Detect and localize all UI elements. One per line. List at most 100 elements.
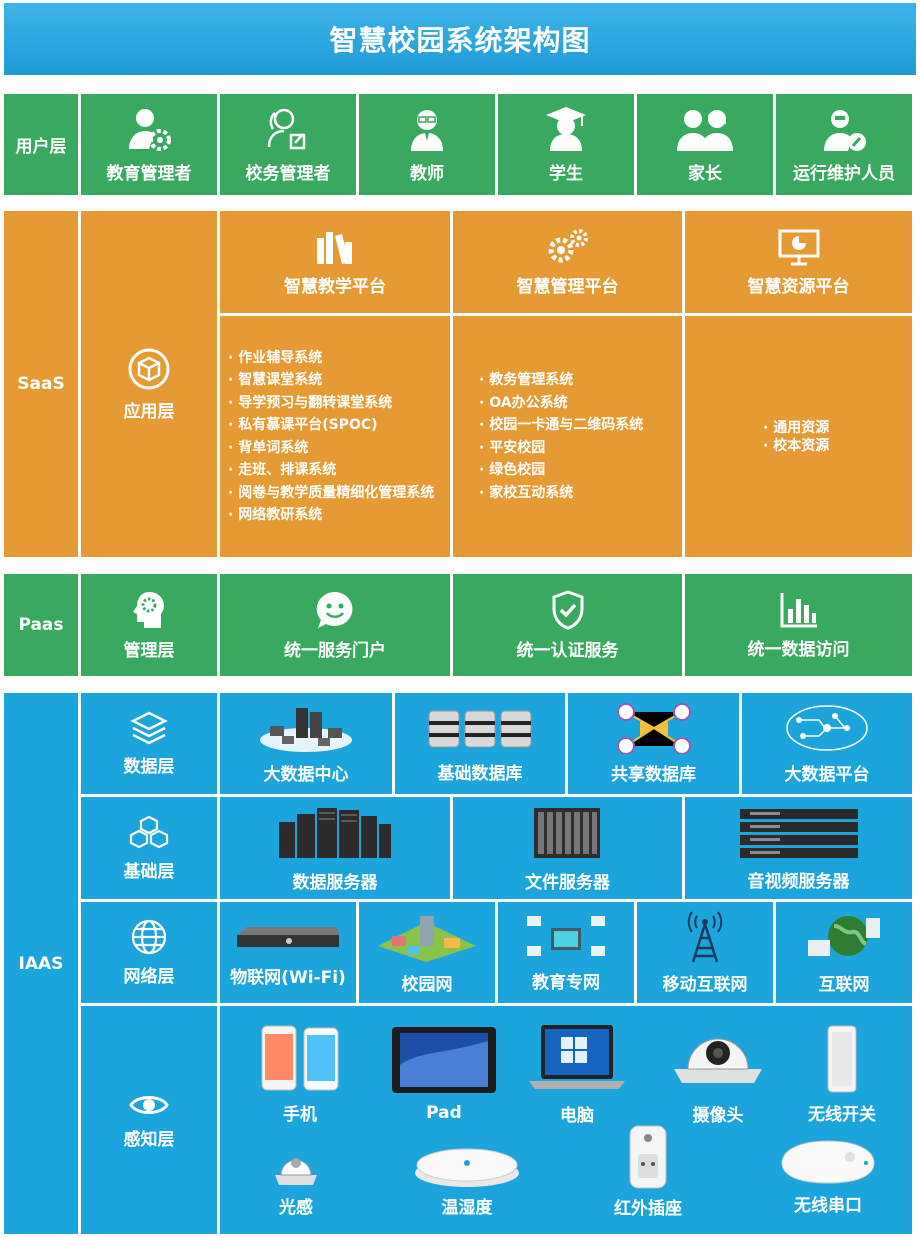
eye-icon xyxy=(129,1095,169,1114)
list-item: 通用资源 xyxy=(763,419,912,437)
paas-data-access: 统一数据访问 xyxy=(685,574,912,676)
maintenance-icon xyxy=(824,110,866,151)
list-item: 作业辅导系统 xyxy=(228,347,450,370)
campus-network: 校园网 xyxy=(359,902,495,1003)
file-server-icon xyxy=(533,807,600,858)
device-camera: 摄像头 xyxy=(662,1020,774,1128)
paas-management-layer: 管理层 xyxy=(81,574,217,676)
shield-check-icon xyxy=(552,589,583,630)
user-student: 学生 xyxy=(498,94,634,195)
staff-edit-icon xyxy=(267,108,306,150)
management-systems-list: 教务管理系统 OA办公系统 校园一卡通与二维码系统 平安校园 绿色校园 家校互动… xyxy=(453,316,682,557)
base-layer-label: 基础层 xyxy=(81,797,217,899)
base-database: 基础数据库 xyxy=(395,693,565,794)
list-item: 网络教研系统 xyxy=(228,504,450,527)
server-rack-icon xyxy=(279,807,391,858)
list-item: 导学预习与翻转课堂系统 xyxy=(228,392,450,415)
platform-management: 智慧管理平台 xyxy=(453,211,682,313)
platform-teaching: 智慧教学平台 xyxy=(220,211,450,313)
shared-database: 共享数据库 xyxy=(568,693,739,794)
wireless-switch-icon xyxy=(827,1025,857,1092)
user-parent: 家长 xyxy=(637,94,773,195)
edu-network-icon xyxy=(527,916,605,956)
user-layer-label: 用户层 xyxy=(4,94,78,195)
iot-wifi: 物联网(Wi-Fi) xyxy=(220,902,356,1003)
list-item: 走班、排课系统 xyxy=(228,459,450,482)
teaching-systems-list: 作业辅导系统 智慧课堂系统 导学预习与翻转课堂系统 私有慕课平台(SPOC) 背… xyxy=(220,316,450,557)
paas-auth-service: 统一认证服务 xyxy=(453,574,682,676)
list-item: 平安校园 xyxy=(479,437,682,460)
tablet-icon xyxy=(392,1027,496,1093)
smile-bubble-icon xyxy=(316,591,353,628)
list-item: 教务管理系统 xyxy=(479,369,682,392)
education-network: 教育专网 xyxy=(498,902,634,1003)
av-server: 音视频服务器 xyxy=(685,797,912,899)
user-school-admin: 校务管理者 xyxy=(220,94,356,195)
dome-camera-icon xyxy=(674,1038,762,1083)
campus-icon xyxy=(378,916,476,962)
list-item: OA办公系统 xyxy=(479,392,682,415)
file-server: 文件服务器 xyxy=(453,797,682,899)
list-item: 阅卷与教学质量精细化管理系统 xyxy=(228,482,450,505)
gears-icon xyxy=(548,228,588,262)
database-icon xyxy=(428,710,532,748)
laptop-icon xyxy=(529,1024,625,1089)
user-teacher: 教师 xyxy=(359,94,495,195)
page-title: 智慧校园系统架构图 xyxy=(4,3,916,75)
data-center-icon xyxy=(260,708,352,752)
device-wireless-switch: 无线开关 xyxy=(796,1020,888,1128)
user-education-admin: 教育管理者 xyxy=(81,94,217,195)
earth-devices-icon xyxy=(808,916,880,956)
tower-icon xyxy=(687,911,723,963)
cube-circle-icon xyxy=(128,348,170,389)
list-item: 家校互动系统 xyxy=(479,482,682,505)
mobile-internet: 移动互联网 xyxy=(637,902,773,1003)
bar-chart-icon xyxy=(780,592,817,627)
sense-layer-label: 感知层 xyxy=(81,1006,217,1234)
brain-network-icon xyxy=(786,705,868,751)
ir-socket-icon xyxy=(629,1125,667,1188)
device-wireless-serial: 无线串口 xyxy=(772,1128,884,1224)
books-icon xyxy=(317,231,352,264)
parents-icon xyxy=(677,110,733,151)
list-item: 背单词系统 xyxy=(228,437,450,460)
av-server-icon xyxy=(739,808,858,858)
head-gear-icon xyxy=(133,591,164,628)
application-layer: 应用层 xyxy=(81,211,217,557)
wireless-serial-icon xyxy=(781,1139,875,1184)
router-icon xyxy=(237,927,339,947)
list-item: 绿色校园 xyxy=(479,459,682,482)
network-layer-label: 网络层 xyxy=(81,902,217,1003)
saas-label: SaaS xyxy=(4,211,78,557)
admin-gear-icon xyxy=(129,109,171,151)
user-maintenance: 运行维护人员 xyxy=(776,94,912,195)
list-item: 校园一卡通与二维码系统 xyxy=(479,414,682,437)
list-item: 私有慕课平台(SPOC) xyxy=(228,414,450,437)
resource-list: 通用资源 校本资源 xyxy=(685,316,912,557)
graduate-icon xyxy=(546,107,586,151)
device-computer: 电脑 xyxy=(522,1020,632,1128)
device-temp-humidity: 温湿度 xyxy=(405,1138,529,1224)
big-data-platform: 大数据平台 xyxy=(742,693,912,794)
globe-icon xyxy=(131,919,167,955)
device-pad: Pad xyxy=(388,1020,500,1128)
internet: 互联网 xyxy=(776,902,912,1003)
temp-humidity-icon xyxy=(415,1148,519,1187)
device-phone: 手机 xyxy=(250,1020,350,1128)
list-item: 智慧课堂系统 xyxy=(228,369,450,392)
blocks-icon xyxy=(129,815,169,848)
monitor-chart-icon xyxy=(778,229,819,265)
platform-resource: 智慧资源平台 xyxy=(685,211,912,313)
iaas-label: IAAS xyxy=(4,693,78,1234)
paas-label: Paas xyxy=(4,574,78,676)
layers-icon xyxy=(130,711,168,745)
device-light-sensor: 光感 xyxy=(256,1138,336,1224)
data-server: 数据服务器 xyxy=(220,797,450,899)
big-data-center: 大数据中心 xyxy=(220,693,392,794)
shared-network-icon xyxy=(616,703,691,754)
data-layer-label: 数据层 xyxy=(81,693,217,794)
list-item: 校本资源 xyxy=(763,437,912,455)
device-ir-socket: 红外插座 xyxy=(596,1118,700,1224)
phone-icon xyxy=(261,1025,339,1090)
teacher-icon xyxy=(411,110,443,151)
